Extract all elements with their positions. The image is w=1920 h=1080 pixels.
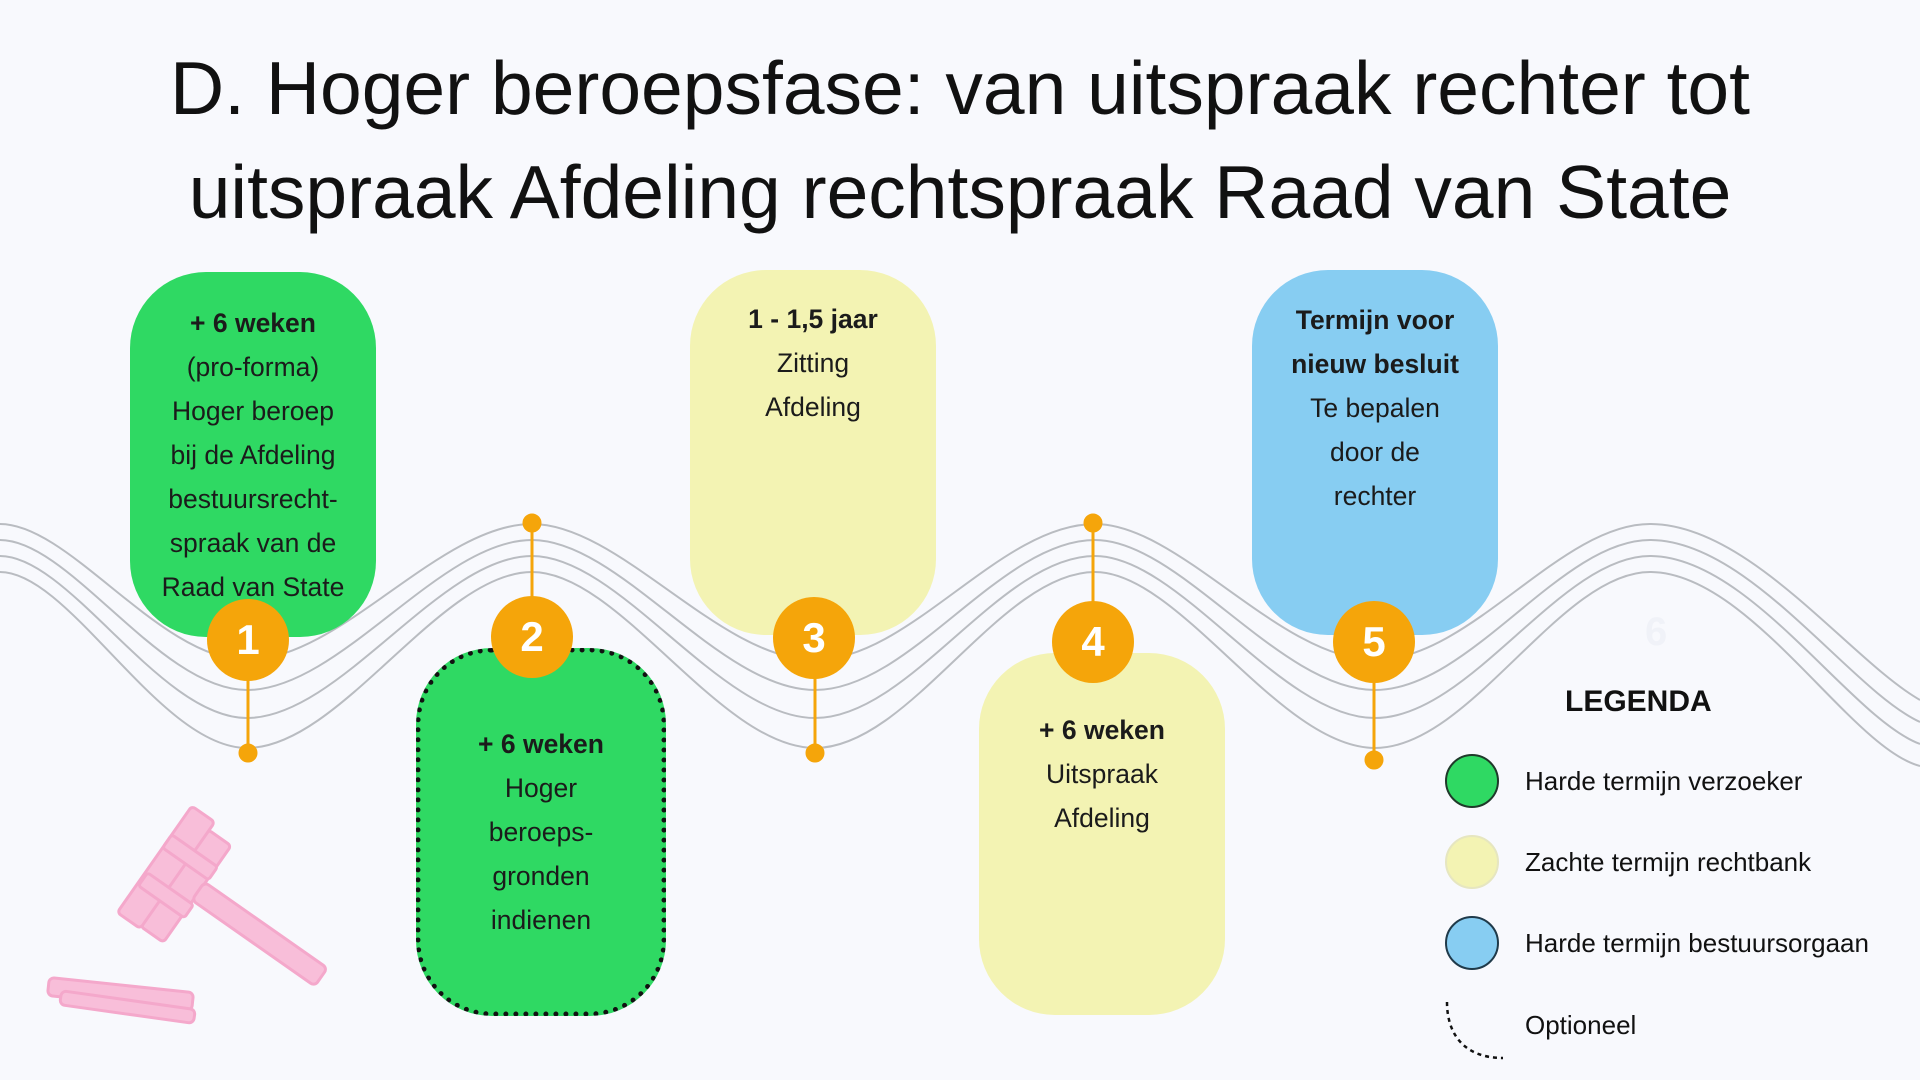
step-1-line-1: + 6 weken <box>190 307 316 338</box>
ghost-step-number: 6 <box>1645 610 1668 654</box>
legend-dot-blue <box>1445 916 1499 970</box>
step-badge-5: 5 <box>1333 601 1415 683</box>
step-2-line-4: gronden <box>492 861 590 891</box>
step-card-5: Termijn voor nieuw besluit Te bepalen do… <box>1252 270 1498 635</box>
legend-item-blue: Harde termijn bestuursorgaan <box>1445 916 1869 970</box>
step-1-line-6: spraak van de <box>169 527 337 558</box>
legend-label-blue: Harde termijn bestuursorgaan <box>1525 927 1869 958</box>
step-4-line-2: Uitspraak <box>1046 759 1158 789</box>
step-badge-2: 2 <box>491 596 573 678</box>
legend-label-green: Harde termijn verzoeker <box>1525 765 1803 796</box>
gavel-icon <box>46 806 327 1025</box>
step-card-2: + 6 weken Hoger beroeps- gronden indiene… <box>416 648 666 1016</box>
legend-label-yellow: Zachte termijn rechtbank <box>1525 846 1812 877</box>
step-4-line-3: Afdeling <box>1054 803 1150 833</box>
step-2-line-2: Hoger <box>504 773 578 803</box>
legend-dot-yellow <box>1445 835 1499 889</box>
step-1-line-5: bestuursrecht- <box>168 483 338 514</box>
legend-label-optional: Optioneel <box>1525 1010 1637 1040</box>
wavy-road-lines <box>0 522 1920 767</box>
step-1-line-7: Raad van State <box>161 571 345 602</box>
step-3-line-2: Zitting <box>776 347 850 378</box>
step-3-line-3: Afdeling <box>765 391 861 422</box>
step-badge-3: 3 <box>773 597 855 679</box>
legend-dot-green <box>1445 754 1499 808</box>
step-badge-4: 4 <box>1052 601 1134 683</box>
step-5-line-2: nieuw besluit <box>1291 348 1459 379</box>
title-line-2: uitspraak Afdeling rechtspraak Raad van … <box>188 150 1732 234</box>
legend-item-optional: Optioneel <box>1445 1000 1636 1062</box>
step-card-3: 1 - 1,5 jaar Zitting Afdeling <box>690 270 936 635</box>
title-line-1: D. Hoger beroepsfase: van uitspraak rech… <box>170 46 1750 130</box>
legend-item-yellow: Zachte termijn rechtbank <box>1445 835 1811 889</box>
step-4-line-1: + 6 weken <box>1039 715 1165 745</box>
step-2-line-1: + 6 weken <box>478 729 604 759</box>
step-2-line-5: indienen <box>490 905 592 935</box>
step-1-line-3: Hoger beroep <box>171 395 335 426</box>
page-title: D. Hoger beroepsfase: van uitspraak rech… <box>0 36 1920 244</box>
step-1-line-4: bij de Afdeling <box>170 439 336 470</box>
step-5-line-4: door de <box>1330 436 1420 467</box>
legend-item-green: Harde termijn verzoeker <box>1445 754 1802 808</box>
step-card-1: + 6 weken (pro-forma) Hoger beroep bij d… <box>130 272 376 637</box>
step-1-line-2: (pro-forma) <box>186 351 320 382</box>
dotted-arc-icon <box>1445 1001 1504 1060</box>
step-5-line-3: Te bepalen <box>1310 392 1440 423</box>
step-card-4: + 6 weken Uitspraak Afdeling <box>979 653 1225 1015</box>
legend-title: LEGENDA <box>1565 685 1712 718</box>
step-3-line-1: 1 - 1,5 jaar <box>748 303 878 334</box>
step-5-line-1: Termijn voor <box>1295 304 1455 335</box>
step-2-line-3: beroeps- <box>488 817 594 847</box>
step-5-line-5: rechter <box>1333 480 1417 511</box>
step-badge-1: 1 <box>207 599 289 681</box>
